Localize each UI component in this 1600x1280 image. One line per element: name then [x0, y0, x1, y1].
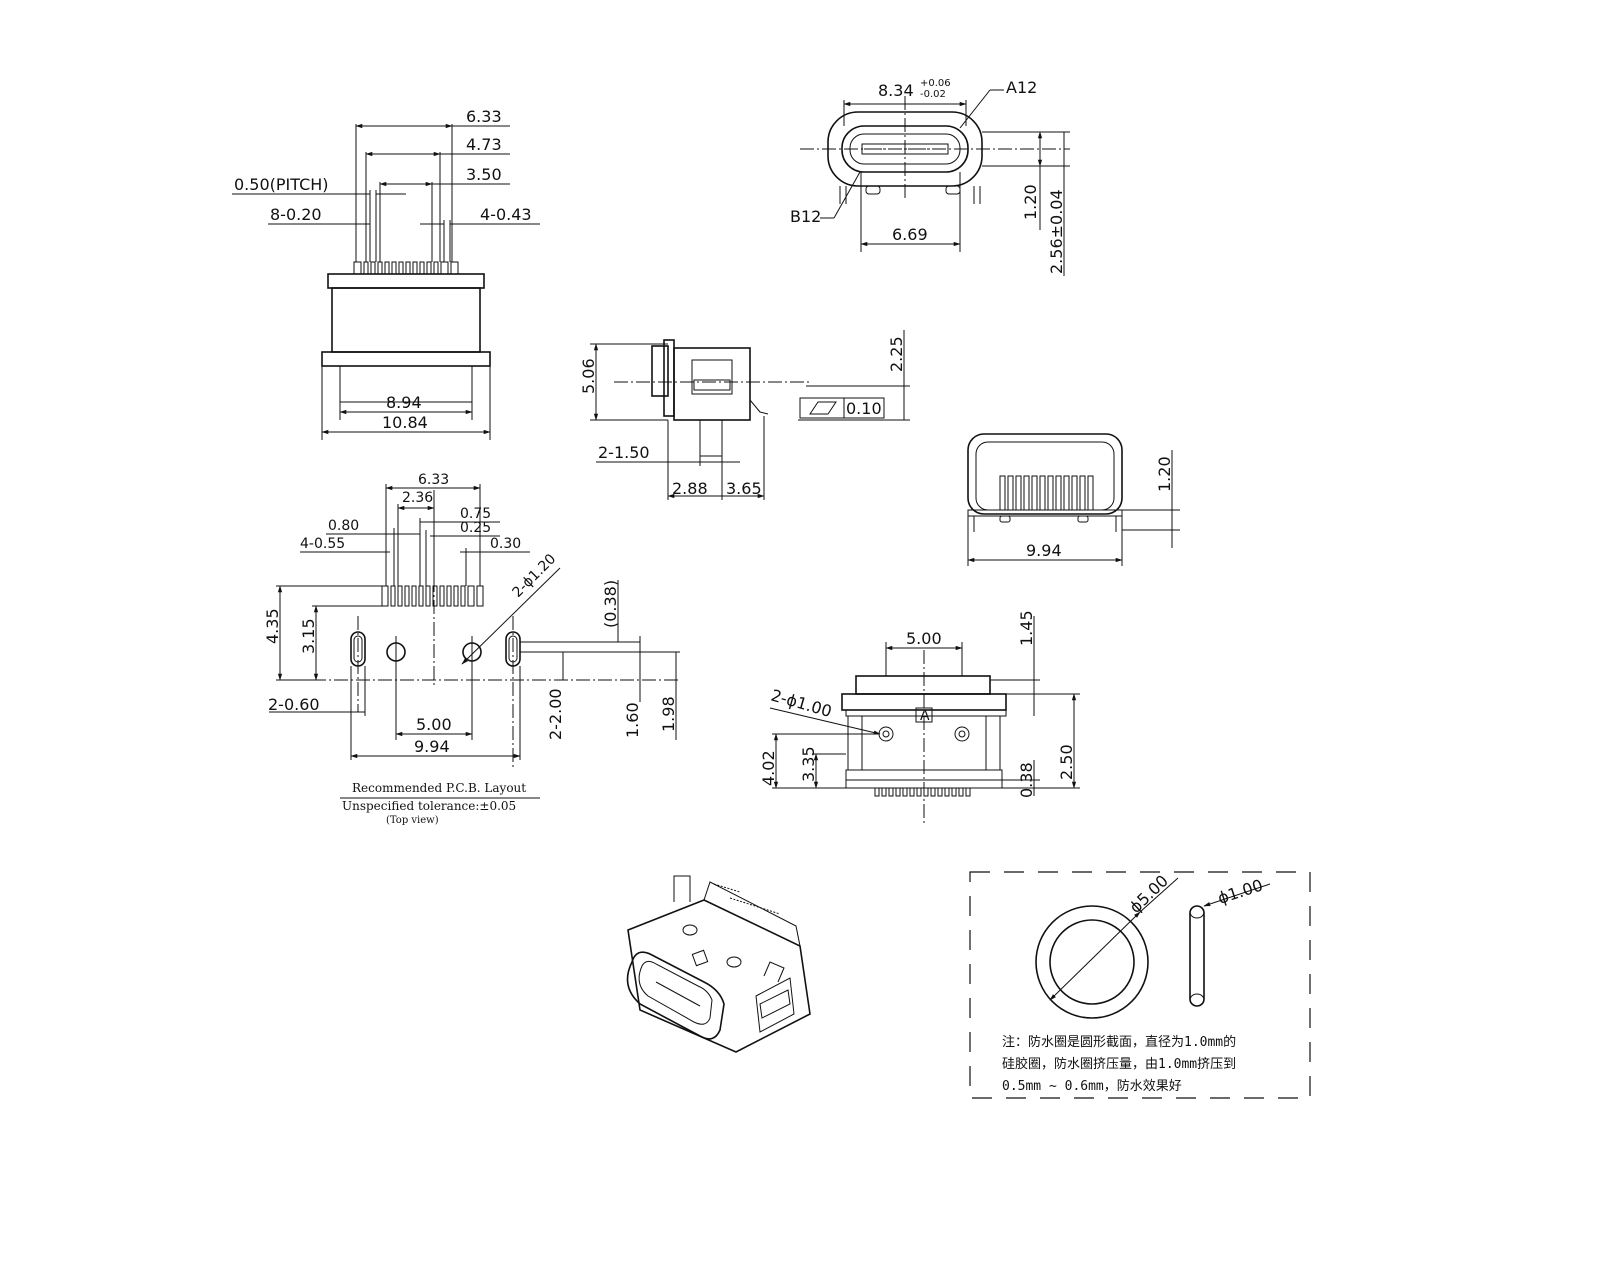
end-view: 1.20 9.94	[967, 433, 1180, 566]
pcb-dim-075: 0.75	[460, 506, 491, 522]
rear-view-pins	[874, 787, 971, 797]
pcb-dim-455: 4-0.55	[300, 536, 345, 552]
rear-marker-a: A	[920, 708, 930, 724]
front-dim-pin-width-right: 4-0.43	[480, 205, 532, 224]
seal-dim-cross: ϕ1.00	[1215, 875, 1265, 907]
pcb-dim-500: 5.00	[416, 715, 452, 734]
pcb-dim-060: 2-0.60	[268, 695, 320, 714]
top-view: 8.34 +0.06 -0.02 A12 B12 6.69 1.20 2.56±…	[790, 78, 1070, 276]
pcb-dim-038: (0.38)	[601, 580, 620, 628]
front-dim-473: 4.73	[466, 135, 502, 154]
rear-dim-335: 3.35	[799, 746, 818, 782]
label-b12: B12	[790, 207, 821, 226]
front-view: 6.33 4.73 3.50 0.50(PITCH) 8-0.20 4-0.43…	[232, 107, 540, 440]
top-dim-height-2: 2.56±0.04	[1047, 189, 1066, 274]
side-dim-height-right: 2.25	[887, 336, 906, 372]
pcb-dim-315: 3.15	[299, 618, 318, 654]
pcb-dim-236: 2.36	[402, 490, 433, 506]
pcb-dim-080: 0.80	[328, 518, 359, 534]
pcb-dim-030: 0.30	[490, 536, 521, 552]
label-a12: A12	[1006, 78, 1037, 97]
pcb-caption-view: (Top view)	[386, 815, 439, 826]
rear-dim-038: 0.38	[1017, 762, 1036, 798]
pcb-dim-160: 1.60	[623, 702, 642, 738]
pcb-pads	[381, 585, 484, 607]
top-dim-height-1: 1.20	[1021, 184, 1040, 220]
side-dim-slot: 2-1.50	[598, 443, 650, 462]
top-dim-tol-minus: -0.02	[920, 89, 946, 100]
pcb-dim-025: 0.25	[460, 520, 491, 536]
seal-note-line-1: 注：防水圈是圆形截面，直径为1.0mm的	[1002, 1034, 1236, 1050]
pcb-dim-198: 1.98	[659, 696, 678, 732]
front-dim-633: 6.33	[466, 107, 502, 126]
pcb-dim-994: 9.94	[414, 737, 450, 756]
pcb-layout: 6.33 2.36 0.75 0.80 0.25 4-0.55 0.30 2-ϕ…	[263, 472, 680, 826]
front-dim-pitch: 0.50(PITCH)	[234, 175, 329, 194]
pcb-dim-435: 4.35	[263, 608, 282, 644]
seal-ring-detail: ϕ5.00 ϕ1.00 注：防水圈是圆形截面，直径为1.0mm的 硅胶圈，防水圈…	[969, 871, 1311, 1099]
rear-view: 5.00 1.45 2-ϕ1.00 A 4.02 3.35 0.38 2.50	[759, 610, 1080, 826]
front-view-pins	[353, 261, 459, 275]
rear-dim-402: 4.02	[759, 750, 778, 786]
end-dim-width: 9.94	[1026, 541, 1062, 560]
side-dim-height: 5.06	[579, 358, 598, 394]
top-dim-bottom-width: 6.69	[892, 225, 928, 244]
side-dim-a: 2.88	[672, 479, 708, 498]
top-dim-width: 8.34	[878, 81, 914, 100]
front-dim-350: 3.50	[466, 165, 502, 184]
pcb-dim-633: 6.33	[418, 472, 449, 488]
pcb-dim-200: 2-2.00	[546, 688, 565, 740]
side-dim-b: 3.65	[726, 479, 762, 498]
end-dim-height: 1.20	[1155, 456, 1174, 492]
seal-note-line-2: 硅胶圈，防水圈挤压量，由1.0mm挤压到	[1002, 1056, 1236, 1072]
top-dim-tol-plus: +0.06	[920, 78, 951, 89]
front-dim-outer-width: 10.84	[382, 413, 428, 432]
end-view-pins	[999, 475, 1094, 511]
pcb-caption-title: Recommended P.C.B. Layout	[352, 781, 526, 795]
isometric-connector-illustration	[626, 875, 811, 1053]
rear-dim-145: 1.45	[1017, 610, 1036, 646]
side-view: 5.06 2.25 2-1.50 2.88 3.65 0.10	[579, 330, 910, 500]
front-dim-pin-width-left: 8-0.20	[270, 205, 322, 224]
rear-dim-250: 2.50	[1057, 744, 1076, 780]
seal-dim-outer: ϕ5.00	[1126, 871, 1172, 917]
rear-dim-500: 5.00	[906, 629, 942, 648]
seal-note-line-3: 0.5mm ~ 0.6mm，防水效果好	[1002, 1078, 1182, 1094]
front-dim-inner-width: 8.94	[386, 393, 422, 412]
pcb-caption-tolerance: Unspecified tolerance:±0.05	[342, 799, 516, 813]
side-dim-flatness: 0.10	[846, 399, 882, 418]
